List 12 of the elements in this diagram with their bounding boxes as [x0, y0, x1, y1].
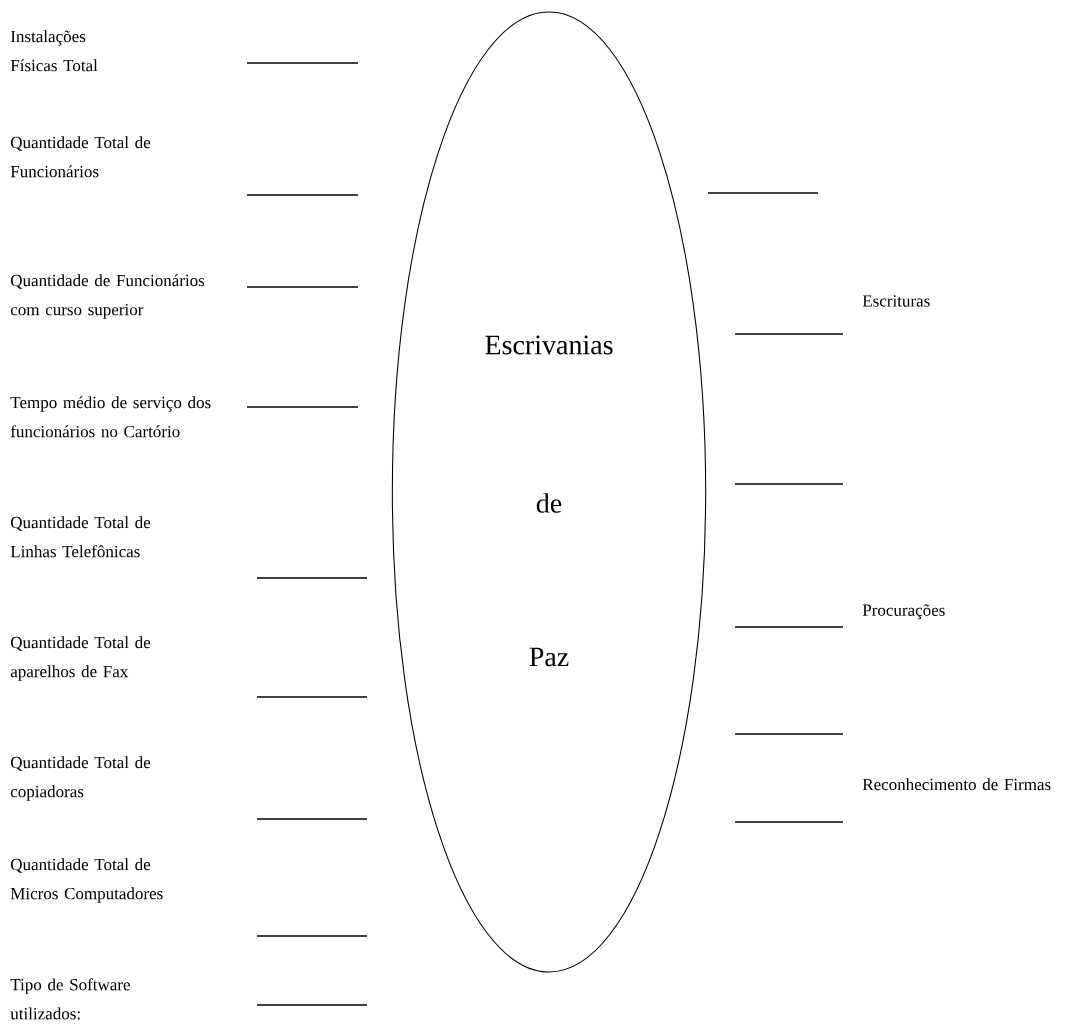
field-label: Procurações [862, 604, 945, 620]
field-label: Quantidade de Funcionários com curso superior [10, 274, 205, 319]
field-label: Quantidade Total de Micros Computadores [10, 858, 163, 903]
field-label: Quantidade Total de Funcionários [10, 136, 151, 178]
field-label: Quantidade Total de copiadoras [10, 756, 151, 801]
field-label: Instalações Físicas Total [10, 30, 98, 72]
field-label: Quantidade Total de aparelhos de Fax [10, 636, 151, 681]
field-label: Reconhecimento de Firmas [862, 778, 1051, 791]
field-label: Tipo de Software utilizados: [10, 978, 130, 1020]
field-label: Escrituras [862, 295, 930, 307]
field-label: Quantidade Total de Linhas Telefônicas [10, 516, 151, 558]
field-label: Tempo médio de serviço dos funcionários no Cartório [10, 396, 211, 438]
